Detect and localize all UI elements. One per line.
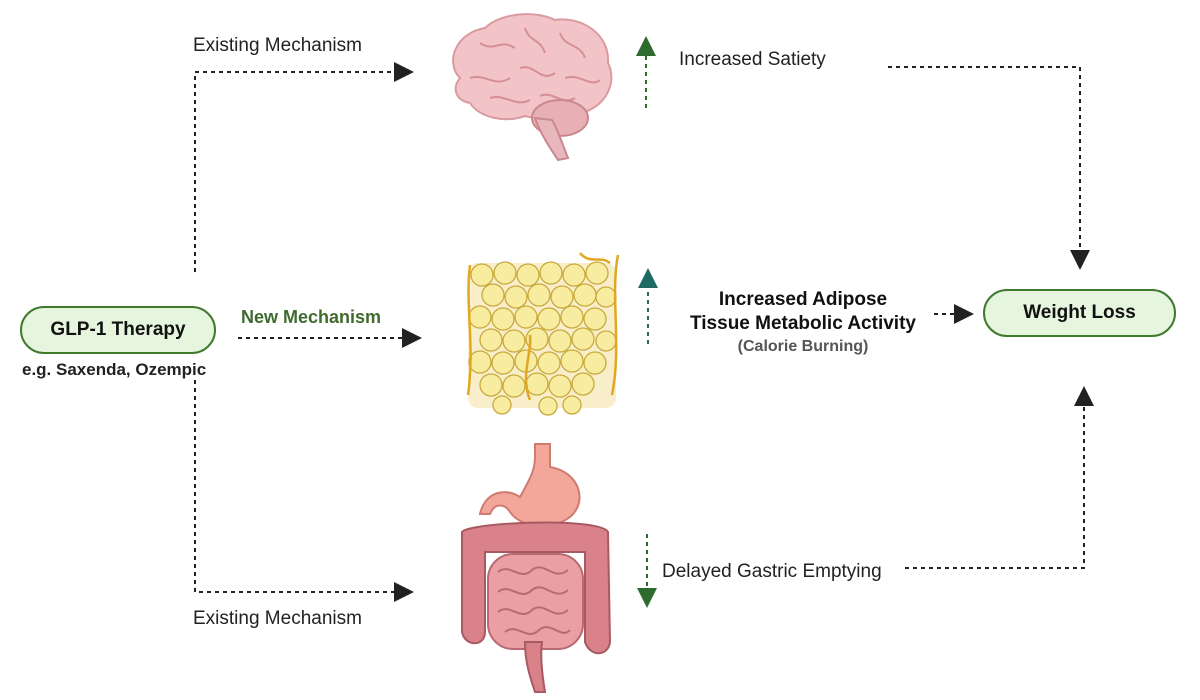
weight-loss-node: Weight Loss [983, 289, 1176, 337]
digestive-system-icon [461, 443, 612, 693]
existing-mechanism-top-label: Existing Mechanism [193, 35, 362, 56]
calorie-burning-label: (Calorie Burning) [737, 338, 869, 355]
connector-bottom-existing [194, 380, 414, 602]
weight-loss-label: Weight Loss [1023, 302, 1136, 323]
connector-top-existing [194, 62, 414, 272]
adipose-tissue-icon [466, 252, 620, 416]
brain-icon [452, 13, 613, 162]
adipose-effect-block: Increased Adipose Tissue Metabolic Activ… [672, 288, 934, 358]
new-mechanism-label: New Mechanism [241, 307, 382, 327]
increased-satiety-label: Increased Satiety [679, 49, 826, 70]
existing-mechanism-bottom-label: Existing Mechanism [193, 608, 362, 629]
connector-satiety-to-weight [888, 66, 1090, 270]
connector-gastric-to-weight [905, 386, 1094, 569]
glp1-examples: e.g. Saxenda, Ozempic [22, 360, 207, 379]
glp1-therapy-label: GLP-1 Therapy [50, 319, 186, 340]
delayed-gastric-emptying-label: Delayed Gastric Emptying [662, 561, 882, 582]
adipose-effect-line2: Tissue Metabolic Activity [690, 313, 916, 334]
glp1-therapy-node: GLP-1 Therapy [20, 306, 216, 354]
adipose-effect-line1: Increased Adipose [718, 289, 888, 310]
